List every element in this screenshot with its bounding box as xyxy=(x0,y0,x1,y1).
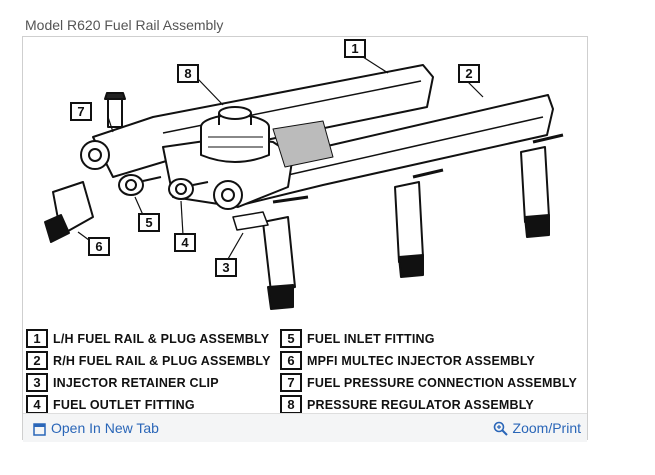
legend-item-6: 6 MPFI MULTEC INJECTOR ASSEMBLY xyxy=(280,351,536,370)
svg-text:7: 7 xyxy=(77,104,84,119)
image-footer: Open In New Tab Zoom/Print xyxy=(23,413,587,442)
svg-text:4: 4 xyxy=(33,397,41,412)
legend-item-3: 3 INJECTOR RETAINER CLIP xyxy=(26,373,219,392)
zoom-print-label: Zoom/Print xyxy=(512,420,581,436)
legend-item-4: 4 FUEL OUTLET FITTING xyxy=(26,395,195,413)
svg-text:8: 8 xyxy=(184,66,191,81)
svg-text:FUEL INLET FITTING: FUEL INLET FITTING xyxy=(307,332,435,346)
svg-text:INJECTOR RETAINER CLIP: INJECTOR RETAINER CLIP xyxy=(53,376,219,390)
callout-5: 5 xyxy=(138,213,160,232)
svg-text:R/H FUEL RAIL & PLUG ASSEMBLY: R/H FUEL RAIL & PLUG ASSEMBLY xyxy=(53,354,271,368)
svg-text:7: 7 xyxy=(287,375,294,390)
image-caption: Model R620 Fuel Rail Assembly xyxy=(25,17,224,33)
legend: 1 L/H FUEL RAIL & PLUG ASSEMBLY 2 R/H FUEL… xyxy=(26,329,578,413)
svg-text:FUEL OUTLET FITTING: FUEL OUTLET FITTING xyxy=(53,398,195,412)
callout-7: 7 xyxy=(70,102,92,121)
svg-text:MPFI MULTEC INJECTOR ASSEMBLY: MPFI MULTEC INJECTOR ASSEMBLY xyxy=(307,354,536,368)
open-in-new-tab-icon xyxy=(33,423,46,436)
zoom-print-link[interactable]: Zoom/Print xyxy=(493,420,581,436)
legend-item-1: 1 L/H FUEL RAIL & PLUG ASSEMBLY xyxy=(26,329,270,348)
svg-text:4: 4 xyxy=(181,235,189,250)
open-in-new-tab-label: Open In New Tab xyxy=(51,420,159,436)
svg-text:PRESSURE REGULATOR ASSEMBLY: PRESSURE REGULATOR ASSEMBLY xyxy=(307,398,534,412)
svg-text:5: 5 xyxy=(287,331,294,346)
svg-text:L/H FUEL RAIL & PLUG ASSEMBLY: L/H FUEL RAIL & PLUG ASSEMBLY xyxy=(53,332,270,346)
callout-3: 3 xyxy=(215,258,237,277)
callout-8: 8 xyxy=(177,64,199,83)
svg-text:3: 3 xyxy=(33,375,40,390)
callout-2: 2 xyxy=(458,64,480,83)
svg-text:FUEL PRESSURE CONNECTION ASSEM: FUEL PRESSURE CONNECTION ASSEMBLY xyxy=(307,376,578,390)
svg-text:6: 6 xyxy=(95,239,102,254)
fuel-injectors xyxy=(44,146,550,310)
svg-text:6: 6 xyxy=(287,353,294,368)
callout-6: 6 xyxy=(88,237,110,256)
svg-text:5: 5 xyxy=(145,215,152,230)
legend-item-7: 7 FUEL PRESSURE CONNECTION ASSEMBLY xyxy=(280,373,578,392)
open-in-new-tab-link[interactable]: Open In New Tab xyxy=(33,420,159,436)
zoom-icon xyxy=(493,421,508,436)
callout-1: 1 xyxy=(344,39,366,58)
inlet-outlet-fittings xyxy=(118,174,209,200)
callout-4: 4 xyxy=(174,233,196,252)
svg-text:2: 2 xyxy=(465,66,472,81)
svg-text:3: 3 xyxy=(222,260,229,275)
svg-text:1: 1 xyxy=(351,41,358,56)
svg-text:1: 1 xyxy=(33,331,40,346)
legend-item-8: 8 PRESSURE REGULATOR ASSEMBLY xyxy=(280,395,534,413)
legend-item-2: 2 R/H FUEL RAIL & PLUG ASSEMBLY xyxy=(26,351,271,370)
legend-item-5: 5 FUEL INLET FITTING xyxy=(280,329,435,348)
svg-text:8: 8 xyxy=(287,397,294,412)
svg-text:2: 2 xyxy=(33,353,40,368)
callout-labels: 1 2 8 7 5 4 3 6 xyxy=(70,39,480,277)
